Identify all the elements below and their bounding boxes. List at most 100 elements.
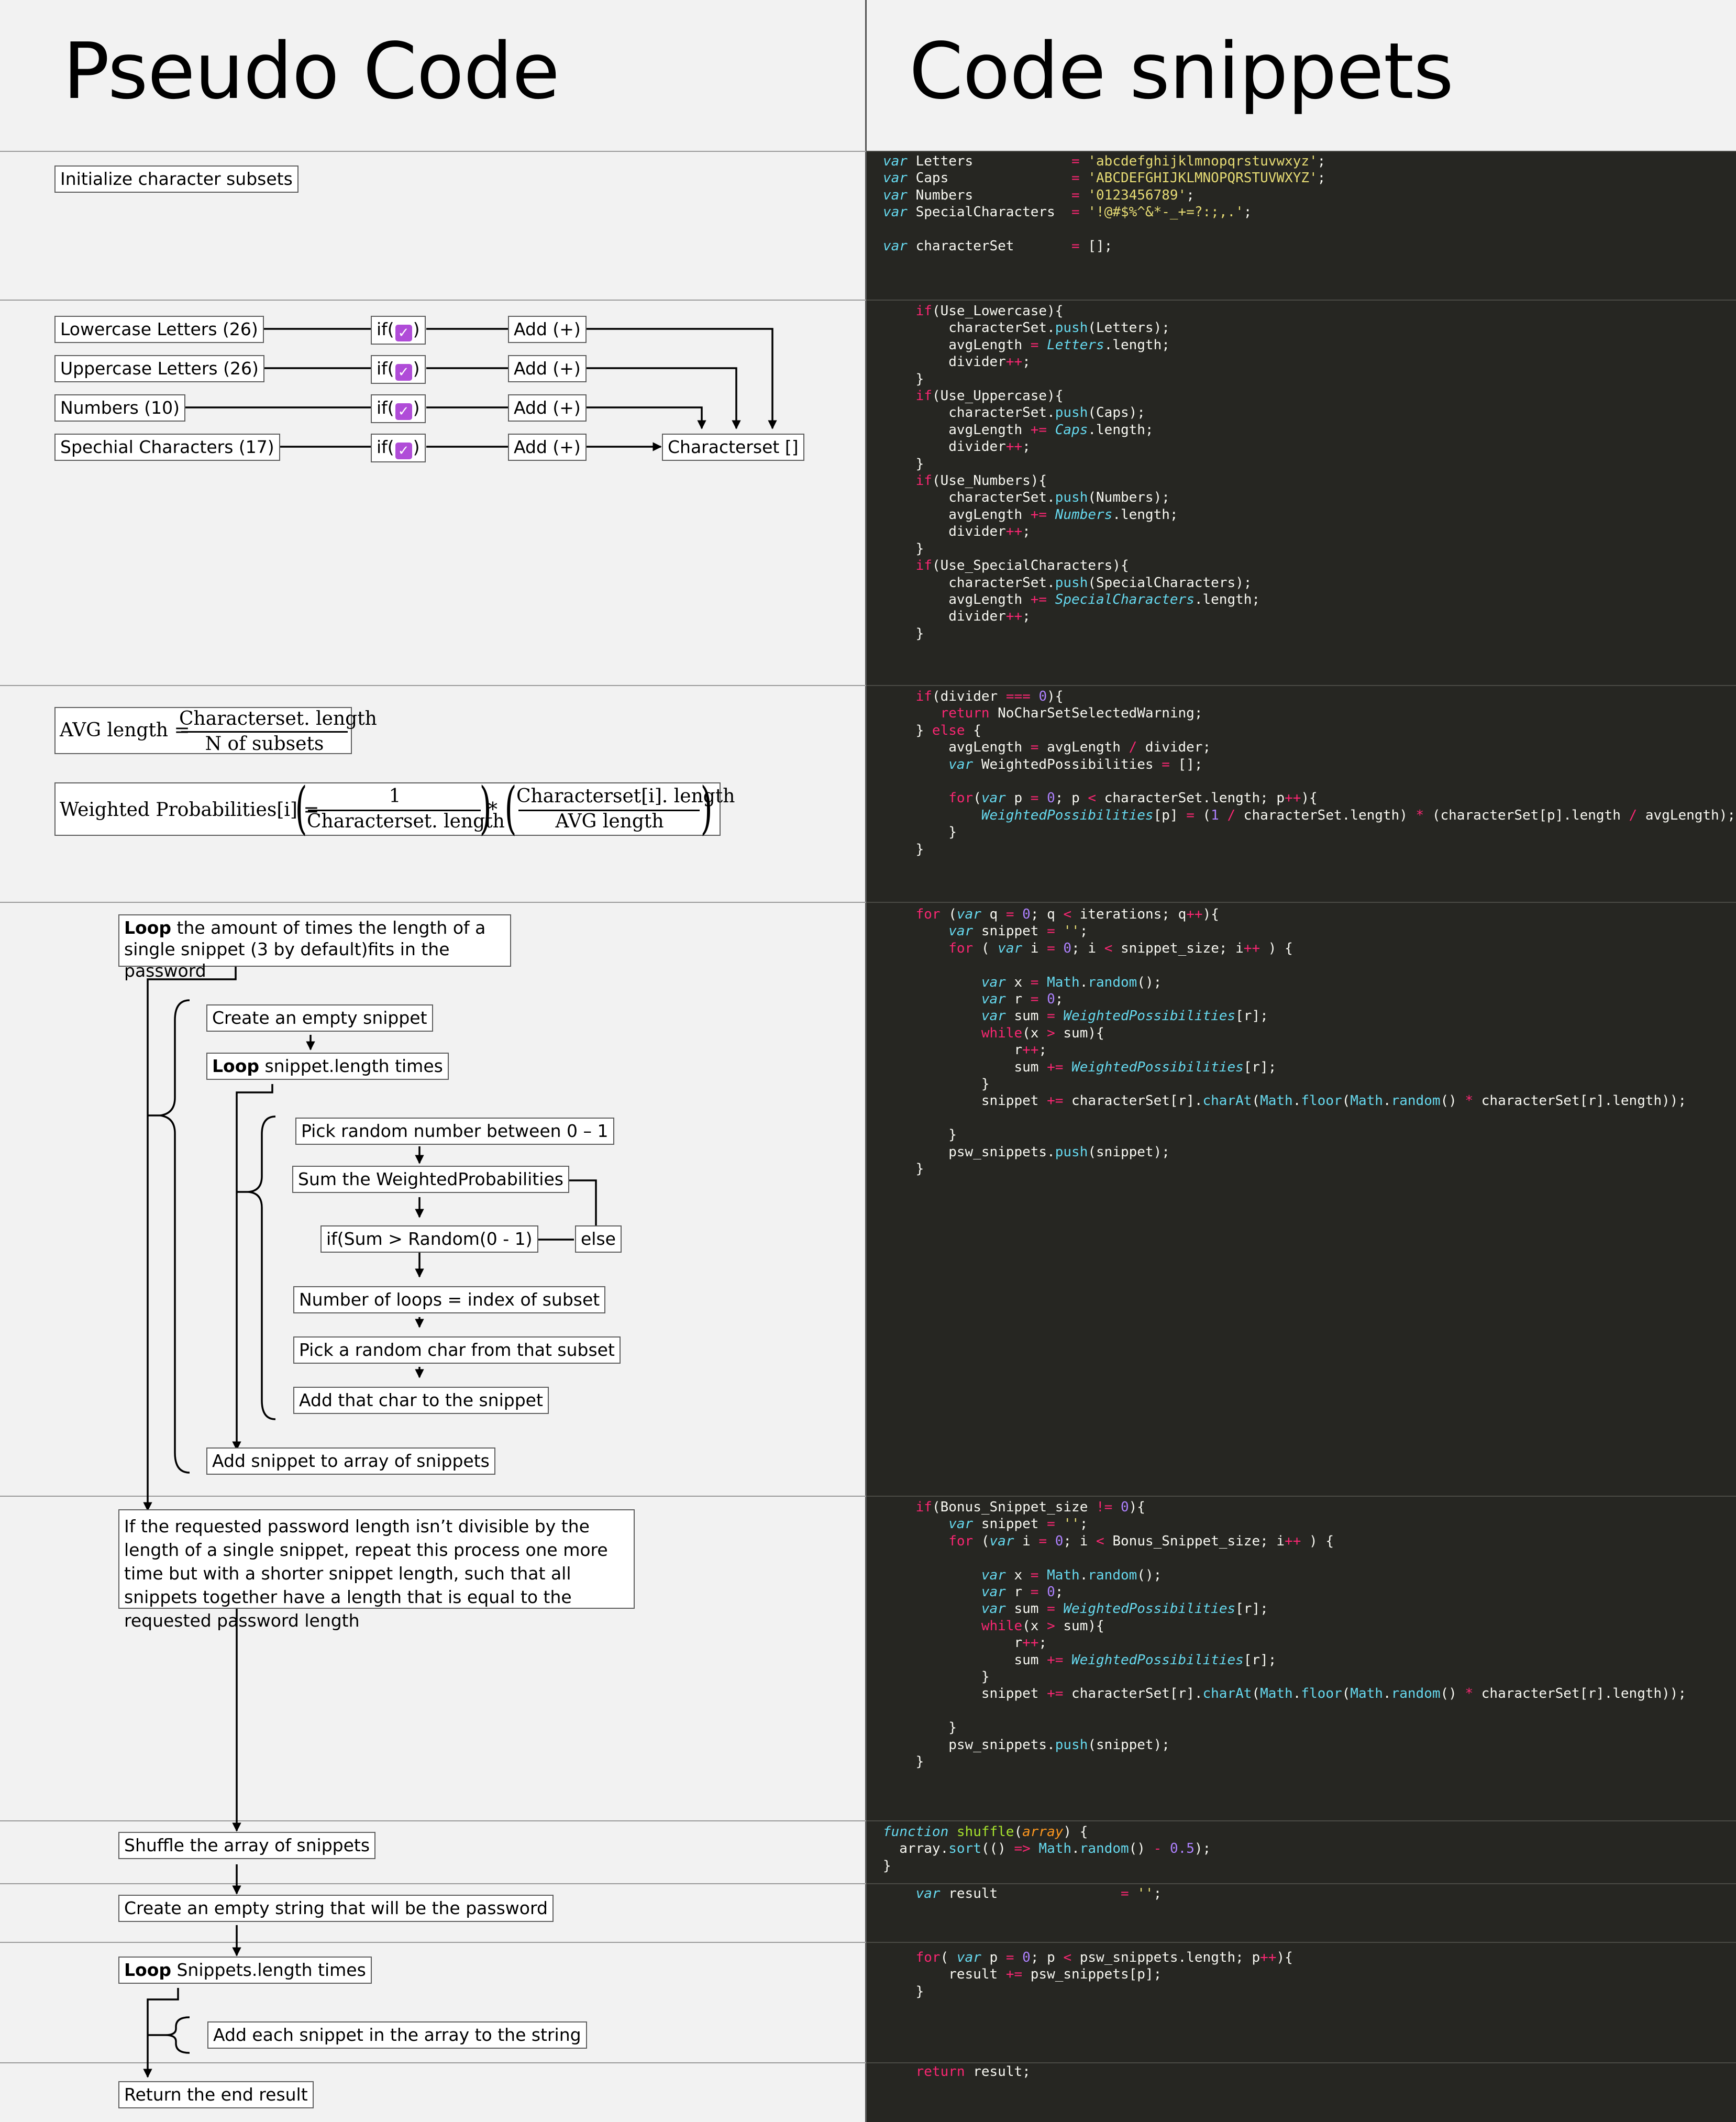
add-char-box: Add that char to the snippet xyxy=(293,1387,549,1414)
inner-loop-text: snippet.length times xyxy=(259,1056,443,1076)
right-paren: ) xyxy=(700,776,713,841)
if-label: if( xyxy=(377,319,394,339)
checkbox-checked-icon: ✓ xyxy=(395,403,412,420)
section-separator xyxy=(866,2062,1736,2063)
pick-char-box: Pick a random char from that subset xyxy=(293,1336,621,1364)
empty-string-box: Create an empty string that will be the … xyxy=(118,1895,554,1922)
avg-length-numerator: Characterset. length xyxy=(179,708,377,730)
left-paren: ( xyxy=(295,776,307,841)
loop-keyword: Loop xyxy=(124,1960,171,1980)
section-separator xyxy=(0,902,866,903)
add-subset-box: Add (+) xyxy=(508,355,587,382)
special-subset-box: Spechial Characters (17) xyxy=(54,434,280,461)
code-block-bonus: if(Bonus_Snippet_size != 0){ var snippet… xyxy=(915,1499,1687,1770)
code-snippets-heading: Code snippets xyxy=(909,26,1454,116)
if-checked-box: if(✓) xyxy=(371,316,426,345)
if-close-label: ) xyxy=(413,397,420,418)
section-separator xyxy=(0,1496,866,1497)
section-separator xyxy=(0,2062,866,2063)
number-of-loops-box: Number of loops = index of subset xyxy=(293,1286,606,1313)
weighted-denominator-1: Characterset. length xyxy=(307,811,505,832)
lowercase-subset-box: Lowercase Letters (26) xyxy=(54,316,264,343)
pick-random-box: Pick random number between 0 – 1 xyxy=(295,1118,614,1145)
section-separator xyxy=(0,151,866,152)
loop-keyword: Loop xyxy=(124,918,171,938)
section-separator xyxy=(866,685,1736,686)
avg-length-formula: AVG length = Characterset. length N of s… xyxy=(54,707,377,755)
flow-connectors xyxy=(143,328,777,2078)
code-block-subsets: if(Use_Lowercase){ characterSet.push(Let… xyxy=(915,303,1260,642)
outer-loop-text-line2: single snippet (3 by default)fits in the… xyxy=(124,939,450,981)
add-snippet-box: Add snippet to array of snippets xyxy=(206,1447,495,1475)
section-separator xyxy=(866,1942,1736,1943)
code-snippets-panel xyxy=(866,0,1736,2122)
code-header-background xyxy=(866,0,1736,151)
condition-box: if(Sum > Random(0 - 1) xyxy=(320,1225,538,1253)
init-subsets-box: Initialize character subsets xyxy=(54,165,298,193)
left-paren: ( xyxy=(504,776,517,841)
characterset-box: Characterset [] xyxy=(662,434,804,461)
else-box: else xyxy=(575,1225,622,1253)
if-checked-box: if(✓) xyxy=(371,394,426,423)
right-paren: ) xyxy=(479,776,492,841)
section-separator xyxy=(866,1820,1736,1821)
return-result-box: Return the end result xyxy=(118,2081,314,2108)
code-block-result: var result = ''; xyxy=(915,1886,1162,1902)
if-close-label: ) xyxy=(413,358,420,379)
bonus-snippet-box: If the requested password length isn’t d… xyxy=(118,1509,635,1631)
numbers-subset-box: Numbers (10) xyxy=(54,394,185,422)
section-separator xyxy=(866,300,1736,301)
shuffle-box: Shuffle the array of snippets xyxy=(118,1832,376,1859)
avg-length-lhs: AVG length = xyxy=(60,720,190,741)
code-block-weights: if(divider === 0){ return NoCharSetSelec… xyxy=(915,689,1736,857)
section-separator xyxy=(866,1496,1736,1497)
checkbox-checked-icon: ✓ xyxy=(395,443,412,459)
if-label: if( xyxy=(377,358,394,379)
checkbox-checked-icon: ✓ xyxy=(395,364,412,381)
add-each-snippet-box: Add each snippet in the array to the str… xyxy=(207,2021,587,2049)
code-block-loop: for (var q = 0; q < iterations; q++){ va… xyxy=(915,907,1687,1177)
add-subset-box: Add (+) xyxy=(508,394,587,422)
fraction-line xyxy=(308,810,481,811)
add-subset-box: Add (+) xyxy=(508,434,587,461)
code-block-shuffle: function shuffle(array) { array.sort(() … xyxy=(883,1824,1211,1874)
code-block-return: return result; xyxy=(915,2064,1031,2080)
weighted-denominator-2: AVG length xyxy=(555,811,664,832)
section-separator xyxy=(866,151,1736,152)
outer-loop-box: Loop the amount of times the length of a… xyxy=(118,914,511,981)
pseudo-code-heading: Pseudo Code xyxy=(63,26,560,116)
inner-loop-box: Loop snippet.length times xyxy=(206,1053,449,1080)
panel-divider xyxy=(865,0,867,2122)
if-close-label: ) xyxy=(413,319,420,339)
avg-length-denominator: N of subsets xyxy=(205,733,324,755)
weighted-lhs: Weighted Probabilities[i] = xyxy=(60,799,319,821)
section-separator xyxy=(0,1883,866,1884)
sum-weighted-box: Sum the WeightedProbabilities xyxy=(292,1166,569,1193)
code-block-init: var Letters = 'abcdefghijklmnopqrstuvwxy… xyxy=(883,153,1326,255)
if-label: if( xyxy=(377,397,394,418)
create-empty-snippet-box: Create an empty snippet xyxy=(206,1004,433,1032)
section-separator xyxy=(0,685,866,686)
weighted-probabilities-formula: Weighted Probabilities[i] = ( 1 Characte… xyxy=(54,776,735,841)
multiply-sign: * xyxy=(488,799,497,821)
if-close-label: ) xyxy=(413,437,420,457)
concat-loop-text: Snippets.length times xyxy=(171,1960,366,1980)
add-subset-box: Add (+) xyxy=(508,316,587,343)
code-block-concat: for( var p = 0; p < psw_snippets.length;… xyxy=(915,1950,1293,1999)
section-separator xyxy=(0,1820,866,1821)
fraction-line xyxy=(518,810,700,811)
section-separator xyxy=(0,300,866,301)
concat-loop-box: Loop Snippets.length times xyxy=(118,1957,372,1984)
fraction-line xyxy=(181,731,348,733)
checkbox-checked-icon: ✓ xyxy=(395,325,412,341)
outer-loop-text: the amount of times the length of a xyxy=(171,918,486,938)
section-separator xyxy=(866,1883,1736,1884)
section-separator xyxy=(0,1942,866,1943)
weighted-numerator-2: Characterset[i]. length xyxy=(516,786,735,807)
if-label: if( xyxy=(377,437,394,457)
weighted-numerator-1: 1 xyxy=(389,786,401,807)
loop-keyword: Loop xyxy=(212,1056,259,1076)
if-checked-box: if(✓) xyxy=(371,355,426,384)
uppercase-subset-box: Uppercase Letters (26) xyxy=(54,355,264,382)
section-separator xyxy=(866,902,1736,903)
